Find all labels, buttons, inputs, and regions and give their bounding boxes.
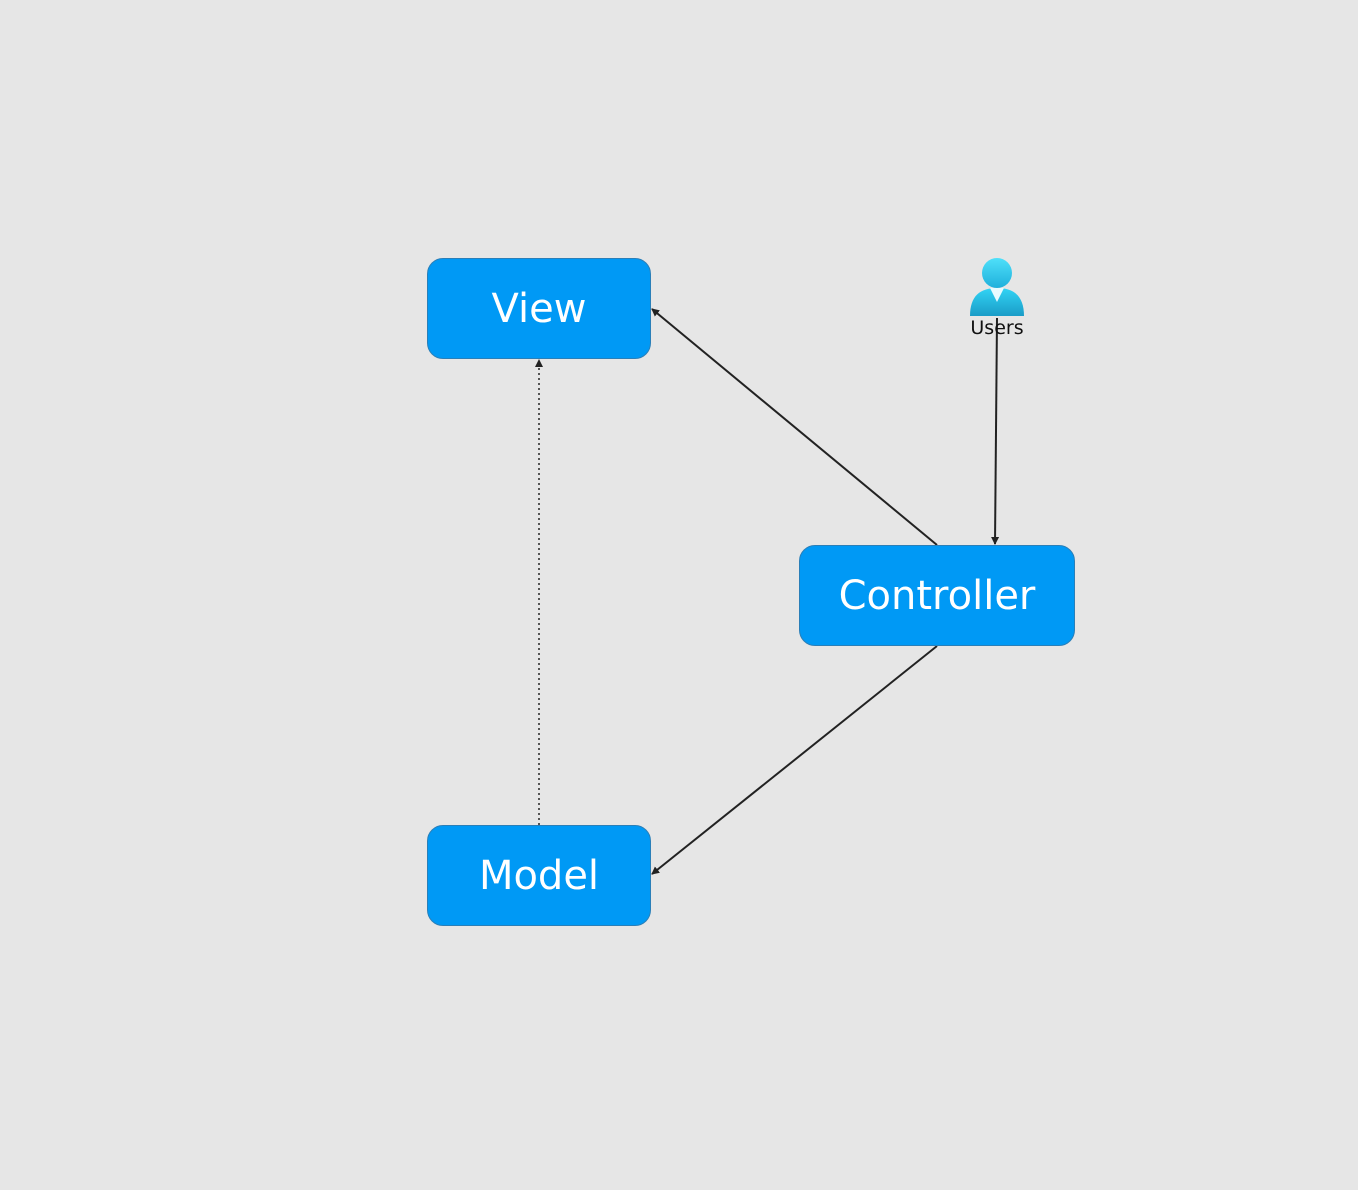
model-node[interactable]: Model: [427, 825, 651, 926]
edge-controller-to-model: [651, 645, 938, 875]
controller-node[interactable]: Controller: [799, 545, 1075, 646]
user-icon: [970, 258, 1024, 316]
users-actor[interactable]: Users: [962, 254, 1032, 346]
edge-controller-to-view: [651, 308, 938, 546]
model-node-label: Model: [478, 852, 600, 899]
users-label: Users: [970, 317, 1024, 339]
edge-users-to-controller: [991, 317, 1000, 545]
view-node-label: View: [491, 285, 587, 332]
controller-node-label: Controller: [838, 572, 1036, 619]
view-node[interactable]: View: [427, 258, 651, 359]
